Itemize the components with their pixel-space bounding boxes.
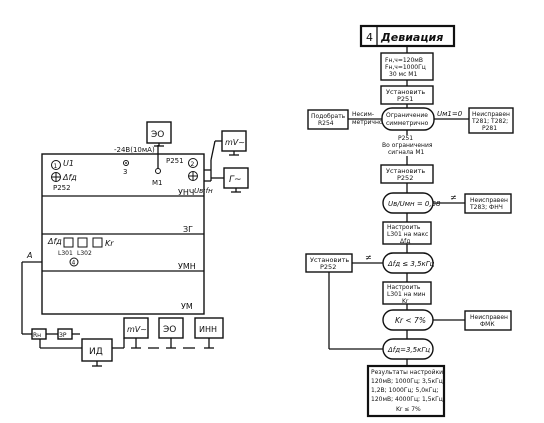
choose-r254-text: Подобрать R254 [311,113,347,127]
eo-bottom-label: ЭО [163,325,176,335]
block-diagram: УНЧ ЗГ УМН УМ 1 U1 Δfд Р252 3 М1 Р251 2 … [21,121,249,367]
loop-mark: ≠ [365,253,372,262]
ratio-not-equal: ≠ [450,193,457,202]
nonsym-text: Несим- метрично [352,111,383,126]
flowchart: 4 Девиация Fн,ч=120мВ Fн,ч=1000Гц 30 мс … [305,24,514,418]
inn-label: ИНН [199,325,217,334]
label-l301: L301 [58,250,73,257]
block-label-umn: УМН [178,262,196,271]
knob-r251-b [188,171,198,181]
fault2-box [464,193,512,214]
label-r252: Р252 [53,184,71,192]
fault3-box [464,310,512,331]
limit-text: Ограничение симметрично [386,112,430,127]
deviation-final-decision [382,338,434,360]
mv-top-label: mV~ [225,138,245,147]
df35b-text: Δfд=3,5кГц [387,346,430,354]
trimmer-l301 [63,237,74,248]
block-label-um: УМ [181,302,193,311]
knob-4 [69,257,79,267]
test-point-3 [123,160,129,166]
label-u1: U1 [63,159,74,168]
tune-l301-min-text: Настроить L301 на мин Kr [387,284,427,305]
tune-l301-max-text: Настроить L301 на макс Δfд [387,224,430,245]
label-dfa: Δfд [47,237,62,246]
load-zr-label: ЗР [59,332,67,339]
generator-label: Г~ [229,175,242,185]
knob-u1 [51,160,61,170]
fault1-box [468,107,514,134]
eo-top-label: ЭО [151,130,164,140]
df35-text: Δfд ≤ 3,5кГц [387,260,435,268]
title-number: 4 [366,31,373,44]
fault3-text: Неисправен ФМК [470,314,510,328]
ratio-text: Uв/Uмн = 0,58 [388,200,441,208]
circle-label-2: 2 [191,161,195,168]
knob-dfd [51,172,61,182]
set-p252-text: Установить Р252 [310,256,351,271]
circle-label-1: 1 [54,163,58,170]
p251-note: Р251 Вo ограничения сигнала М1 [382,135,434,156]
label-m1: М1 [152,179,163,187]
label-l302: L302 [77,250,92,257]
uv-fn-label: Uв;fн [194,187,213,195]
trimmer-l302 [77,237,88,248]
params-box [380,52,434,81]
block-label-zg: ЗГ [183,225,193,234]
fault2-text: Неисправен Т283; ФНЧ [469,197,510,211]
label-tp3: 3 [123,168,127,176]
mv-bottom-label: mV~ [127,325,147,334]
set-r252-text: Установить Р252 [386,167,427,182]
label-dfd: Δfд [62,173,77,182]
circle-label-4: 4 [72,260,76,267]
fault1-text: Неисправен Т281; Т282; Р281 [471,111,512,132]
kr7-text: Kr < 7% [395,316,426,325]
params-text: Fн,ч=120мВ Fн,ч=1000Гц 30 мс М1 [385,57,428,78]
voltage-label: -24В(10мА) [114,146,155,154]
block-label-unch: УНЧ [178,188,194,197]
load-rn-label: Rн [33,332,41,339]
label-kr: Kr [105,239,114,248]
results-box [366,364,446,418]
knob-r251 [188,158,198,168]
trimmer-kr [92,237,103,248]
id-label: ИД [89,347,103,357]
results-text: Результаты настройки 120мВ; 1000Гц; 3,5к… [371,369,447,413]
title-text: Девиация [380,31,443,44]
marker-a: А [26,251,32,260]
u-m1-text: Uм1=0 [437,110,463,118]
label-r251: Р251 [166,157,184,165]
set-r251-text: Установить Р251 [386,88,427,103]
